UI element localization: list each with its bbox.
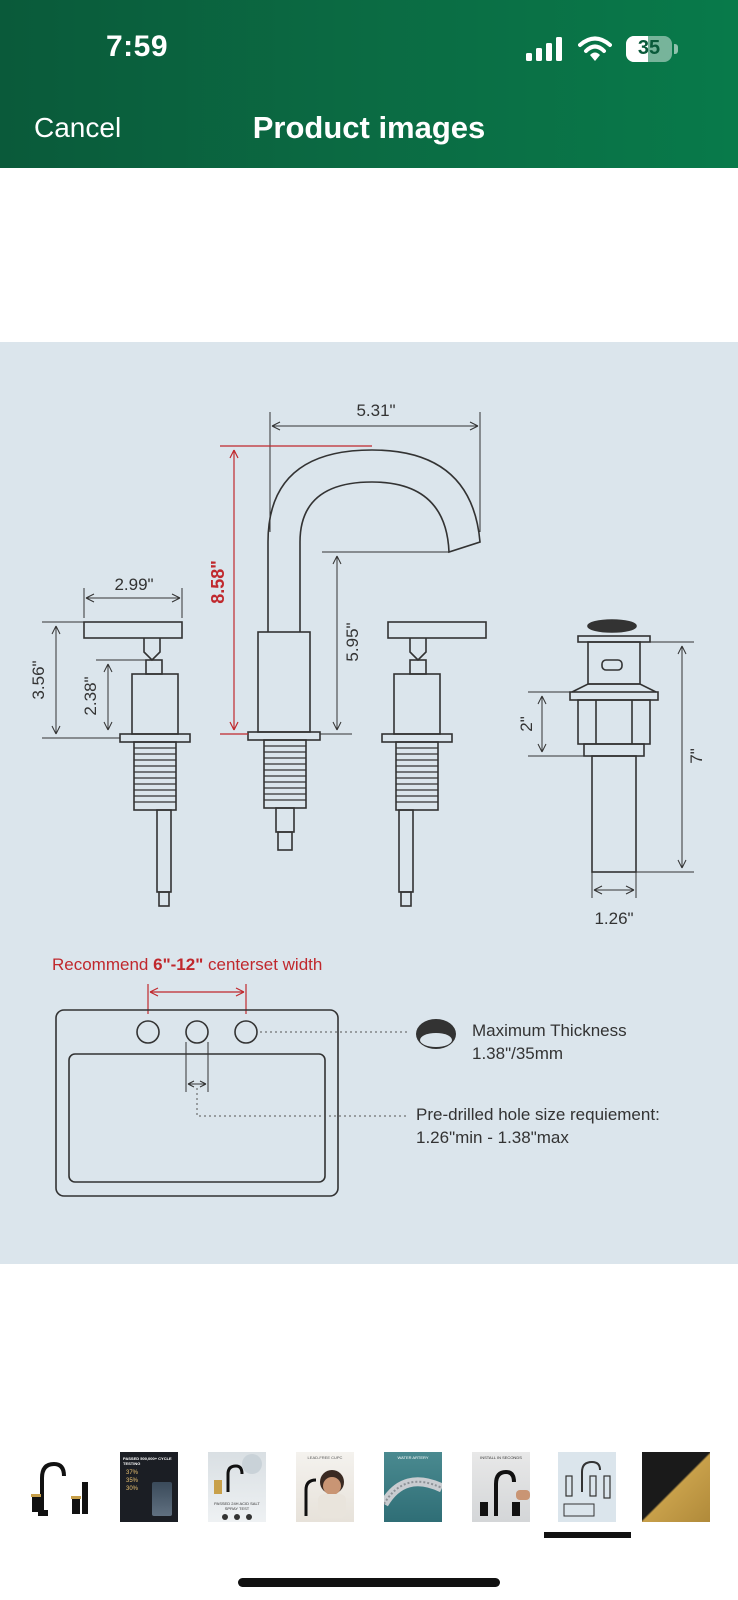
signal-icon (526, 37, 562, 61)
battery-level: 35 (637, 37, 661, 59)
thumbnail-finish[interactable] (642, 1452, 710, 1522)
dimension-diagram: 5.31" 8.58" 5.95" 2.99" 3.56" 2.38" 2" 7… (29, 401, 706, 1197)
thumbnail-install[interactable]: INSTALL IN SECONDS (472, 1452, 530, 1522)
drain-width-label: 1.26" (594, 909, 633, 928)
right-handle (387, 621, 487, 639)
left-handle (83, 621, 183, 639)
max-thickness-label: Maximum Thickness (472, 1021, 627, 1040)
thumbnail-dimensions[interactable] (558, 1452, 616, 1522)
status-time: 7:59 (106, 30, 169, 63)
handle-height-outer-label: 3.56" (29, 660, 48, 699)
thumbnail-faucet-set[interactable] (30, 1452, 88, 1522)
selected-thumbnail-indicator (544, 1532, 631, 1538)
thumbnail-lead-free[interactable]: LEAD-FREE CUPC (296, 1452, 354, 1522)
thumbnail-cycle-testing[interactable]: PASSED 500,000+ CYCLE TESTING 37% 35% 30… (120, 1452, 178, 1522)
thumbnail-water-artery[interactable]: WATER ARTERY (384, 1452, 442, 1522)
spout-reach-label: 5.95" (343, 622, 362, 661)
handle-height-inner-label: 2.38" (81, 676, 100, 715)
sink-outline (55, 1009, 339, 1197)
cancel-button[interactable]: Cancel (34, 112, 122, 143)
product-image-dimensions[interactable]: 5.31" 8.58" 5.95" 2.99" 3.56" 2.38" 2" 7… (0, 342, 738, 1264)
hole-size-value: 1.26"min - 1.38"max (416, 1128, 569, 1147)
drain-length-label: 7" (687, 748, 706, 764)
handle-width-label: 2.99" (114, 575, 153, 594)
spout-width-label: 5.31" (356, 401, 395, 420)
thumbnail-salt-spray[interactable]: PASSED 24H ACID SALT SPRAY TEST (208, 1452, 266, 1522)
top-bar: 7:59 35 Cancel Product images (0, 0, 738, 168)
drain-upper-label: 2" (517, 716, 536, 732)
battery-icon: 35 (626, 36, 678, 62)
total-height-label: 8.58" (208, 560, 228, 604)
page-title: Product images (252, 110, 486, 145)
drain-cap (587, 619, 637, 633)
spout-body (257, 631, 311, 733)
max-thickness-value: 1.38"/35mm (472, 1044, 563, 1063)
centerset-recommendation: Recommend 6"-12" centerset width (52, 955, 322, 974)
home-indicator[interactable] (238, 1578, 500, 1587)
spout (267, 449, 481, 632)
wifi-icon (578, 36, 612, 61)
status-icons: 35 (526, 36, 678, 62)
hole-size-label: Pre-drilled hole size requiement: (416, 1105, 660, 1124)
thumbnail-strip: PASSED 500,000+ CYCLE TESTING 37% 35% 30… (0, 1452, 738, 1522)
